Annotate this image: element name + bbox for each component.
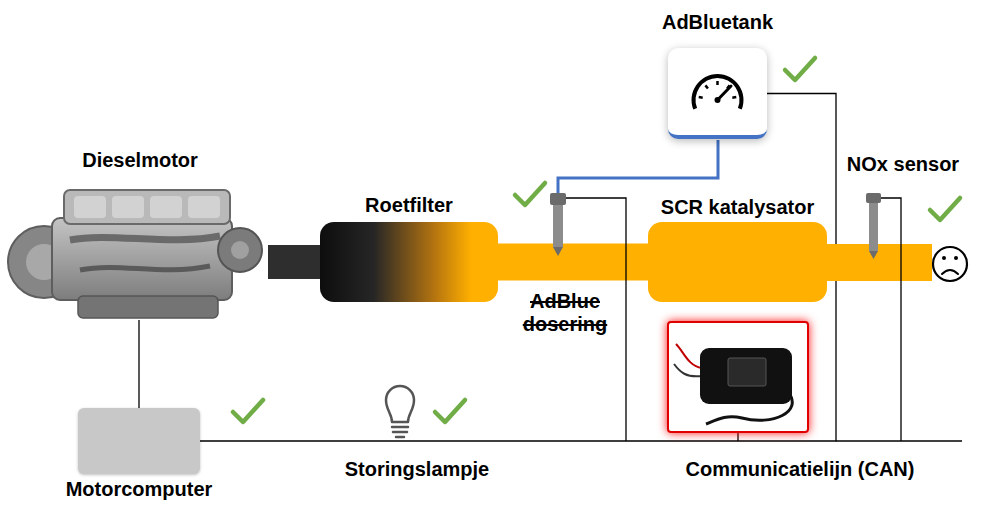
adblue-emulator [668, 322, 808, 432]
can-wire [737, 432, 738, 441]
can-bus-line [836, 440, 962, 441]
bus-label: Communicatielijn (CAN) [686, 458, 915, 481]
lamp-bulb [386, 386, 414, 422]
adblue-line [558, 140, 718, 193]
engine-illustration [8, 190, 262, 318]
node-label: SCR katalysator [661, 196, 814, 219]
sensor-label: NOx sensor [847, 153, 959, 176]
face-eye [942, 256, 946, 260]
head-cover [150, 196, 182, 218]
engine-pipe [70, 236, 220, 240]
injector-cap [550, 193, 566, 205]
emulator-cable [674, 364, 702, 376]
gauge-tick [716, 81, 719, 85]
gauge-pivot [715, 97, 721, 103]
node-label: Dieselmotor [82, 149, 198, 172]
head-cover [74, 196, 106, 218]
gauge-arc [692, 74, 744, 110]
turbocharger [218, 228, 262, 272]
emulator-display [728, 358, 766, 386]
sensor-cap [866, 193, 881, 203]
face-outline [933, 247, 967, 281]
exhaust-pipe [268, 245, 320, 279]
node-label: AdBluetank [662, 11, 773, 34]
node-heading: AdBluetank [662, 11, 773, 34]
can-bus-line [200, 94, 836, 442]
check-mark [930, 198, 960, 220]
emulator-housing [700, 348, 792, 404]
check-mark [515, 183, 545, 205]
signal-wire [138, 320, 139, 408]
engine-computer: Motorcomputer [78, 408, 200, 474]
gauge-tick [705, 85, 708, 88]
turbo-inlet [231, 241, 249, 259]
sad-face-icon [933, 247, 967, 281]
scr-catalyst: SCR katalysator [648, 222, 827, 302]
soot-filter: Roetfilter [320, 222, 498, 302]
gauge-tick [732, 96, 736, 99]
sensor-body [869, 203, 878, 251]
emulator-frame [668, 322, 808, 432]
gauge-icon [668, 48, 767, 135]
tank-box: AdBluetank [668, 48, 767, 139]
face-eye [954, 256, 958, 260]
exhaust-pipe [826, 244, 932, 281]
check-mark [435, 400, 465, 422]
head-cover [188, 196, 220, 218]
lamp-label: Storingslampje [345, 458, 489, 481]
node-heading: Roetfilter [365, 194, 453, 217]
node-label: Motorcomputer [66, 478, 213, 501]
cylinder-head [64, 190, 230, 224]
sensor-tip [869, 251, 878, 259]
emulator-cable [676, 344, 702, 368]
node-heading: Dieselmotor [82, 149, 198, 172]
lamp-base [392, 427, 408, 437]
warning-lamp-icon [386, 386, 414, 437]
node-heading: Motorcomputer [66, 478, 213, 501]
check-mark [785, 58, 815, 80]
node-label: Roetfilter [365, 194, 453, 217]
gauge-tick [699, 96, 703, 99]
engine-picture: Dieselmotor [12, 180, 268, 320]
node-heading: SCR katalysator [661, 196, 814, 219]
face-mouth [942, 270, 958, 274]
engine-block [52, 218, 232, 300]
injector-tip [553, 247, 563, 256]
engine-pipe [80, 266, 210, 270]
head-cover [112, 196, 144, 218]
check-mark [233, 400, 263, 422]
oil-pan [78, 296, 218, 318]
injector-body [553, 205, 563, 247]
injector-label: AdBlue dosering [509, 290, 621, 336]
can-wire [881, 198, 901, 441]
